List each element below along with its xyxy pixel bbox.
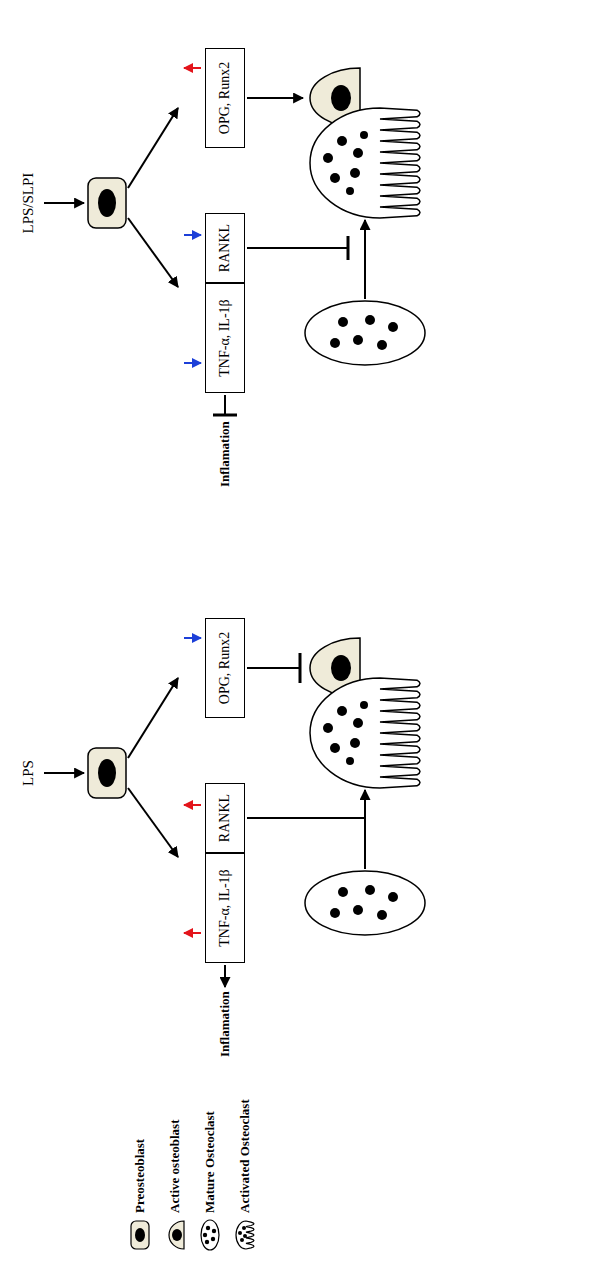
illustration-part	[169, 1221, 184, 1249]
illustration-part	[236, 1221, 254, 1249]
illustration-part	[212, 1229, 216, 1233]
illustration-part	[205, 1240, 209, 1244]
activated-osteoclast	[310, 108, 420, 218]
box-text: RANKL	[217, 224, 232, 272]
illustration-part	[128, 218, 178, 287]
box-text: OPG, Runx2	[217, 62, 232, 134]
process-box: OPG, Runx2	[205, 48, 245, 148]
stimulus-label: LPS	[20, 760, 37, 786]
illustration-part	[224, 395, 226, 414]
process-box: RANKL	[205, 213, 245, 283]
legend-text: Active osteoblast	[168, 1119, 183, 1213]
box-text: RANKL	[217, 794, 232, 842]
illustration-part	[184, 362, 201, 364]
illustration-part	[347, 236, 350, 260]
process-box: RANKL	[205, 783, 245, 853]
illustration-part	[201, 1220, 219, 1250]
inflammation-label: Inflamation	[218, 421, 233, 487]
illustration-part	[206, 1226, 210, 1230]
legend-symbols	[131, 1220, 254, 1250]
illustration-part	[128, 108, 178, 188]
illustration-part	[44, 202, 84, 204]
illustration-part	[211, 1237, 215, 1241]
illustration-part	[242, 1226, 246, 1230]
illustration-part	[299, 653, 302, 683]
box-text: TNF-α, IL-1β	[217, 869, 232, 946]
illustration-part	[184, 67, 201, 69]
illustration-part	[364, 220, 366, 299]
box-text: OPG, Runx2	[217, 632, 232, 704]
illustration-part	[128, 678, 178, 758]
illustration-part	[44, 772, 84, 774]
illustration-part	[213, 414, 237, 417]
illustration-part	[243, 1234, 247, 1238]
preosteoblast	[88, 748, 126, 798]
illustration-part	[184, 637, 201, 639]
process-box: TNF-α, IL-1β	[205, 283, 245, 393]
illustration-part	[203, 1233, 207, 1237]
stimulus-label: LPS/SLPI	[20, 173, 37, 234]
mature-osteoclast	[305, 871, 425, 935]
illustration-part	[238, 1231, 242, 1235]
illustration-part	[247, 97, 303, 99]
illustration-part	[135, 1228, 145, 1242]
process-box: TNF-α, IL-1β	[205, 853, 245, 963]
illustration-part	[172, 1229, 182, 1241]
mature-osteoclast	[305, 301, 425, 365]
illustration-part	[224, 965, 226, 987]
box-text: TNF-α, IL-1β	[217, 299, 232, 376]
illustration-part	[364, 790, 366, 869]
preosteoblast	[88, 178, 126, 228]
inflammation-label: Inflamation	[218, 991, 233, 1057]
illustration-part	[247, 817, 365, 819]
illustration-part	[184, 234, 201, 236]
illustration-part	[184, 932, 201, 934]
activated-osteoclast	[310, 678, 420, 788]
legend-text: Preosteoblast	[133, 1139, 148, 1213]
illustration-part	[131, 1221, 149, 1249]
illustration-part	[128, 788, 178, 857]
process-box: OPG, Runx2	[205, 618, 245, 718]
legend-text: Activated Osteoclast	[238, 1099, 253, 1213]
legend-text: Mature Osteoclast	[203, 1111, 218, 1213]
illustration-part	[240, 1238, 244, 1242]
illustration-part	[247, 247, 348, 249]
illustration-part	[184, 804, 201, 806]
illustration-part	[247, 667, 300, 669]
